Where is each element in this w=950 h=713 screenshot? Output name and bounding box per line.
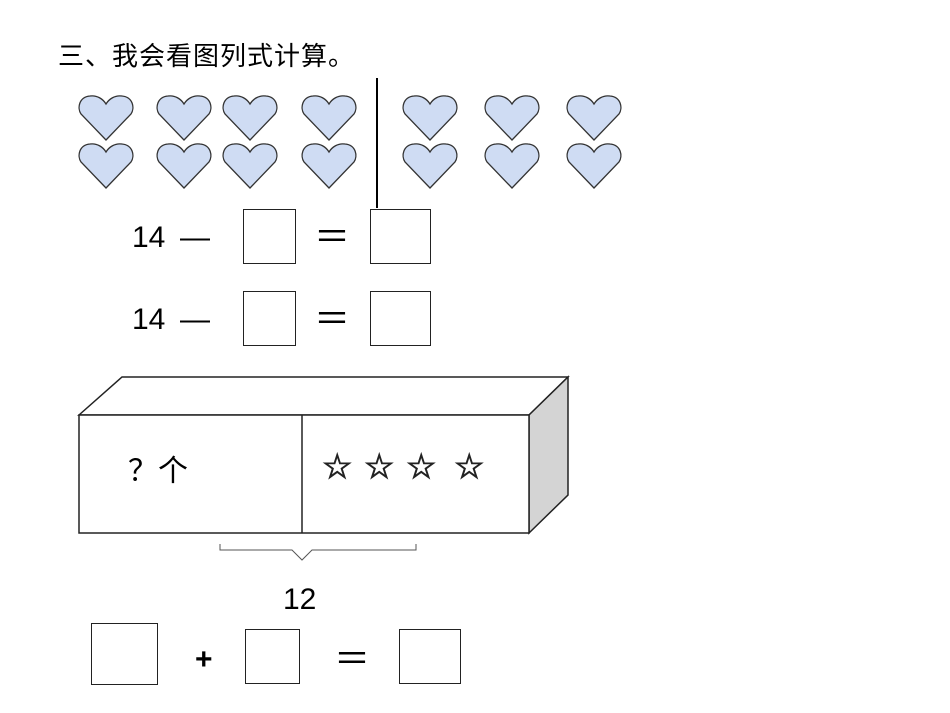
addition-equals-sign: ＝	[334, 639, 371, 680]
equation-1-subtrahend-box[interactable]	[243, 209, 296, 264]
equation-1-minuend: 14	[132, 221, 166, 254]
equation-2-subtrahend-box[interactable]	[243, 291, 296, 346]
heart-icon	[484, 94, 540, 142]
star-icon: ☆	[405, 447, 437, 488]
exercise-title: 三、我会看图列式计算。	[58, 42, 356, 72]
box-top-face	[77, 376, 570, 416]
equation-2-minuend: 14	[132, 303, 166, 336]
box-illustration	[77, 375, 570, 561]
heart-icon	[156, 142, 212, 190]
heart-icon	[566, 94, 622, 142]
heart-icon	[78, 142, 134, 190]
heart-icon	[566, 142, 622, 190]
equation-2-minus-sign: —	[180, 303, 210, 336]
heart-icon	[78, 94, 134, 142]
star-icon: ☆	[363, 447, 395, 488]
heart-icon	[222, 94, 278, 142]
box-front-face	[78, 414, 530, 534]
plus-sign: +	[195, 643, 213, 676]
heart-icon	[222, 142, 278, 190]
star-icon: ☆	[321, 447, 353, 488]
heart-icon	[402, 142, 458, 190]
equation-1-equals-sign: ＝	[314, 217, 351, 258]
equation-2-result-box[interactable]	[370, 291, 431, 346]
heart-icon	[301, 142, 357, 190]
sum-box[interactable]	[399, 629, 461, 684]
group-divider	[376, 78, 378, 208]
equation-1-minus-sign: —	[180, 221, 210, 254]
equation-2-equals-sign: ＝	[314, 299, 351, 340]
total-bracket	[219, 544, 417, 561]
heart-icon	[402, 94, 458, 142]
heart-icon	[484, 142, 540, 190]
heart-icon	[301, 94, 357, 142]
addend-1-box[interactable]	[91, 623, 158, 685]
equation-1-result-box[interactable]	[370, 209, 431, 264]
star-icon: ☆	[453, 447, 485, 488]
total-label: 12	[283, 583, 317, 616]
heart-icon	[156, 94, 212, 142]
unknown-count-label: ？个	[128, 454, 188, 489]
addend-2-box[interactable]	[245, 629, 300, 684]
